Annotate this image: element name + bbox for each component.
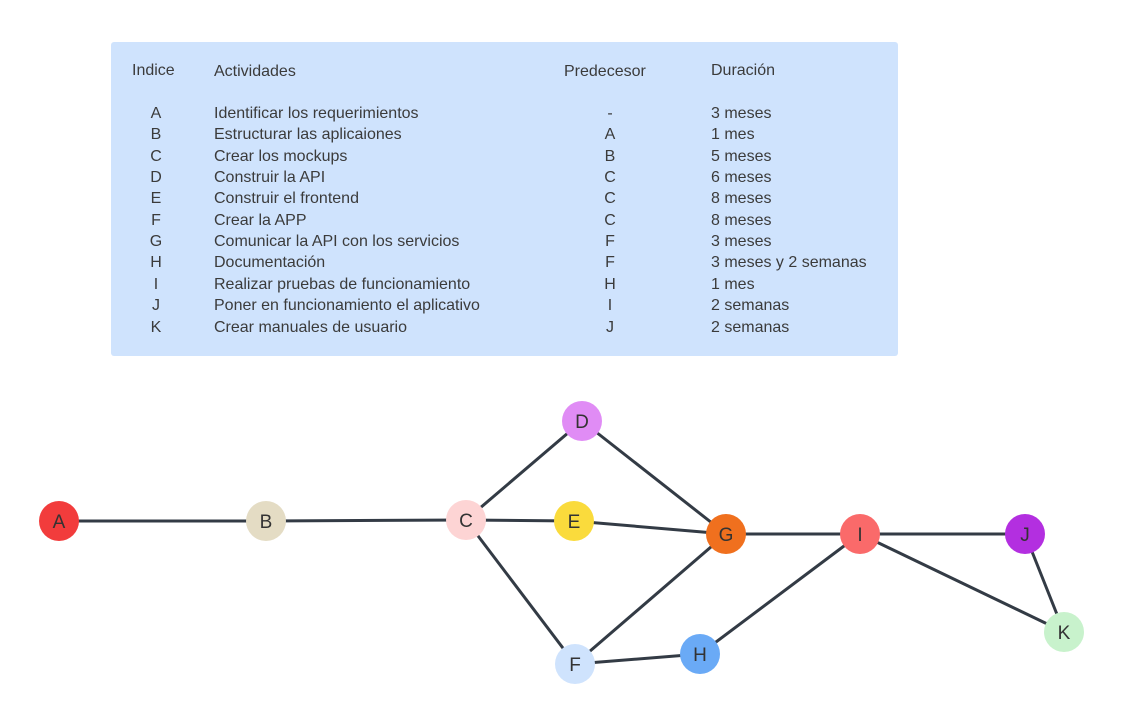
node-label: F	[569, 655, 581, 676]
row-activity: Realizar pruebas de funcionamiento	[214, 275, 471, 293]
node-label: D	[575, 412, 589, 433]
header-activity: Actividades	[214, 63, 296, 80]
row-predecessor: B	[604, 147, 616, 165]
node-G: G	[706, 514, 746, 554]
node-K: K	[1044, 612, 1084, 652]
row-duration: 3 meses y 2 semanas	[711, 254, 867, 272]
edge-E-G	[573, 519, 727, 536]
row-predecessor: J	[606, 318, 614, 336]
edge-H-I	[699, 532, 861, 656]
node-label: A	[53, 512, 66, 533]
row-duration: 5 meses	[711, 147, 772, 165]
node-A: A	[39, 501, 79, 541]
row-index: I	[153, 275, 159, 293]
row-activity: Documentación	[214, 254, 326, 272]
row-duration: 1 mes	[711, 275, 755, 293]
header-predecessor: Predecesor	[564, 63, 646, 80]
node-circle	[246, 501, 286, 541]
row-index: K	[150, 318, 162, 336]
edge-F-G	[574, 532, 727, 666]
row-predecessor: C	[604, 169, 616, 187]
edge-I-K	[859, 532, 1065, 634]
row-activity: Crear manuales de usuario	[214, 318, 407, 336]
row-activity: Crear la APP	[214, 211, 307, 229]
row-index: A	[150, 105, 162, 122]
node-label: G	[719, 525, 734, 546]
node-circle	[555, 644, 595, 684]
row-duration: 2 semanas	[711, 318, 790, 336]
row-duration: 8 meses	[711, 211, 772, 229]
row-duration: 3 meses	[711, 233, 772, 251]
node-circle	[680, 634, 720, 674]
row-index: E	[150, 190, 162, 208]
node-label: I	[857, 525, 862, 546]
row-duration: 8 meses	[711, 190, 772, 208]
edge-C-D	[465, 419, 583, 522]
row-predecessor: -	[607, 105, 613, 122]
node-circle	[446, 500, 486, 540]
node-circle	[706, 514, 746, 554]
row-activity: Comunicar la API con los servicios	[214, 233, 460, 251]
row-activity: Identificar los requerimientos	[214, 105, 419, 122]
activities-table: Indice Actividades Predecesor Duración A…	[111, 42, 898, 356]
row-duration: 6 meses	[711, 169, 772, 187]
row-activity: Crear los mockups	[214, 147, 348, 165]
row-predecessor: C	[604, 211, 616, 229]
edges-group	[59, 419, 1066, 666]
edge-C-F	[464, 519, 577, 665]
row-index: H	[150, 254, 162, 272]
node-E: E	[554, 501, 594, 541]
row-index: J	[152, 297, 160, 315]
node-D: D	[562, 401, 602, 441]
row-predecessor: A	[604, 126, 616, 144]
edge-F-H	[574, 652, 701, 666]
row-duration: 2 semanas	[711, 297, 790, 315]
node-label: E	[568, 512, 581, 533]
node-C: C	[446, 500, 486, 540]
node-F: F	[555, 644, 595, 684]
node-B: B	[246, 501, 286, 541]
row-activity: Estructurar las aplicaiones	[214, 126, 402, 144]
edge-B-C	[265, 518, 467, 523]
row-duration: 1 mes	[711, 126, 755, 144]
row-predecessor: F	[605, 254, 615, 272]
node-label: H	[693, 645, 707, 666]
header-index: Indice	[132, 62, 175, 79]
node-H: H	[680, 634, 720, 674]
node-label: B	[260, 512, 273, 533]
node-label: K	[1058, 623, 1071, 644]
node-label: C	[459, 511, 473, 532]
row-predecessor: F	[605, 233, 615, 251]
row-index: G	[149, 233, 163, 251]
header-duration: Duración	[711, 62, 776, 79]
node-I: I	[840, 514, 880, 554]
node-label: J	[1020, 525, 1030, 546]
row-activity: Poner en funcionamiento el aplicativo	[214, 297, 480, 315]
row-activity: Construir el frontend	[214, 190, 359, 208]
nodes-group: A B C D E F G H I J K	[39, 401, 1084, 684]
node-circle	[1005, 514, 1045, 554]
row-duration: 3 meses	[711, 105, 772, 122]
row-index: D	[150, 169, 162, 187]
edge-D-G	[581, 419, 727, 536]
node-circle	[840, 514, 880, 554]
row-predecessor: H	[604, 275, 616, 293]
node-J: J	[1005, 514, 1045, 554]
node-circle	[562, 401, 602, 441]
row-activity: Construir la API	[214, 169, 326, 187]
row-predecessor: I	[607, 297, 613, 315]
node-circle	[1044, 612, 1084, 652]
row-index: B	[150, 126, 162, 144]
row-index: F	[151, 211, 161, 229]
node-circle	[554, 501, 594, 541]
node-circle	[39, 501, 79, 541]
row-index: C	[150, 147, 162, 165]
row-predecessor: C	[604, 190, 616, 208]
